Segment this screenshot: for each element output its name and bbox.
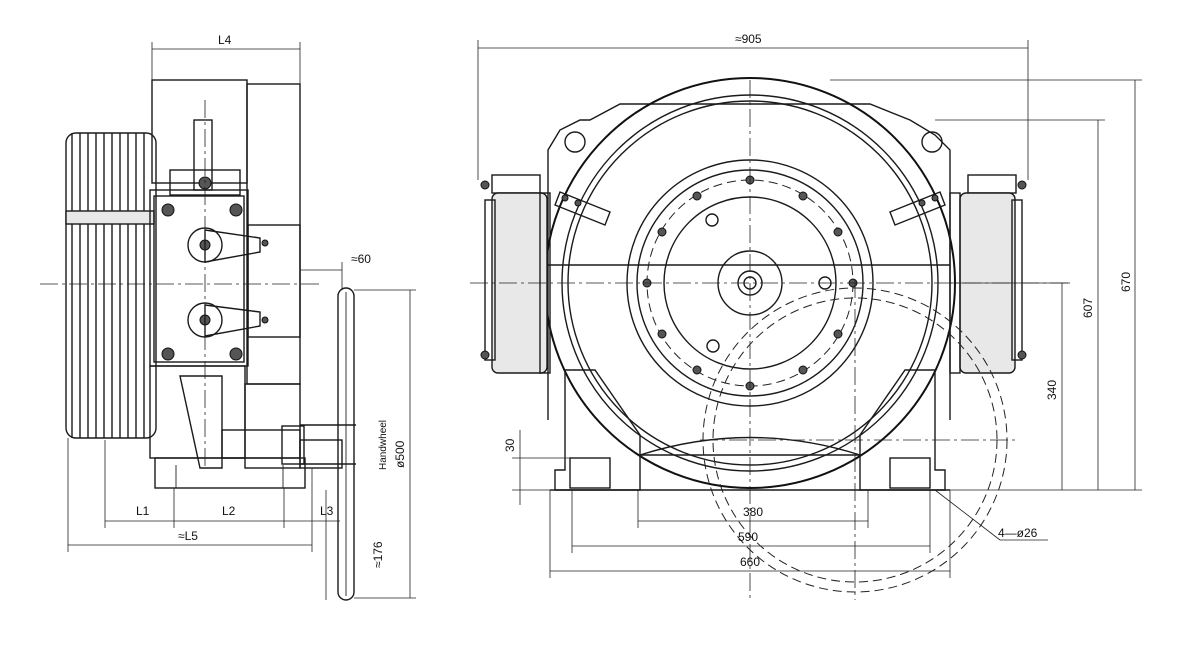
label-670: 670 [1119, 272, 1133, 292]
label-340: 340 [1045, 380, 1059, 400]
front-view: ≈905 670 607 340 30 [470, 32, 1142, 600]
label-L5: ≈L5 [178, 529, 198, 543]
label-176: ≈176 [371, 541, 385, 568]
brake-left [480, 174, 611, 374]
dimension-176: ≈176 [325, 490, 385, 600]
label-holes: 4—ø26 [998, 526, 1038, 540]
label-L1: L1 [136, 504, 150, 518]
dimension-vertical-right: 670 607 340 [830, 79, 1142, 491]
holes-callout: 4—ø26 [934, 489, 1048, 541]
dimension-chain-L: L1 L2 L3 ≈L5 [67, 438, 340, 552]
label-380: 380 [743, 505, 763, 519]
label-handwheel: Handwheel [378, 420, 389, 470]
dimension-30: 30 [503, 430, 570, 505]
label-L2: L2 [222, 504, 236, 518]
dimension-60: ≈60 [300, 252, 371, 290]
label-660: 660 [740, 555, 760, 569]
label-607: 607 [1081, 298, 1095, 318]
label-60: ≈60 [351, 252, 371, 266]
label-590: 590 [738, 530, 758, 544]
handwheel [337, 287, 355, 601]
dimension-bottom: 380 590 660 [549, 490, 951, 578]
label-L4: L4 [218, 33, 232, 47]
side-view: L4 ≈60 Handwheel ø500 ≈176 [40, 33, 416, 601]
dimension-905: ≈905 [477, 32, 1029, 180]
brake-right [889, 174, 1027, 374]
label-30: 30 [503, 438, 517, 452]
housing-outline [547, 103, 951, 420]
dimension-handwheel: Handwheel ø500 [354, 289, 416, 599]
dimension-L4: L4 [151, 33, 301, 84]
label-L3: L3 [320, 504, 334, 518]
traction-sheave [65, 132, 157, 439]
label-handwheel-dia: ø500 [393, 440, 407, 468]
label-905: ≈905 [735, 32, 762, 46]
